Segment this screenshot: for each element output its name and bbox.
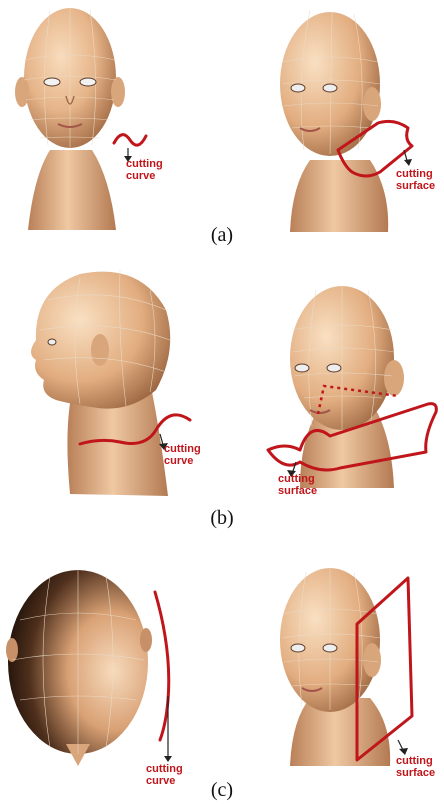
eye-left: [44, 78, 60, 86]
panel-c-top-head: [6, 570, 152, 766]
panel-a-front-head: [15, 8, 125, 230]
neck-shape: [28, 150, 116, 230]
ear-left: [6, 638, 18, 662]
eye-right: [323, 644, 337, 652]
eye-right: [80, 78, 96, 86]
caption-b: (b): [210, 507, 233, 529]
ear: [363, 87, 381, 121]
eye-left: [291, 644, 305, 652]
ear: [384, 360, 404, 396]
ear: [363, 643, 381, 677]
panel-b-rotated-head: [290, 286, 404, 488]
cutting-curve-line: [155, 592, 169, 740]
eye-right: [327, 364, 341, 372]
ear-right: [140, 628, 152, 652]
ear-right: [111, 77, 125, 107]
panel-a-rotated-head: [280, 10, 388, 232]
cutting-curve-line: [114, 135, 146, 145]
caption-a: (a): [211, 224, 233, 246]
panel-b-side-head: [31, 270, 170, 496]
panel-c-rotated-head: [280, 568, 390, 766]
eye: [48, 339, 56, 345]
neck-shape: [290, 160, 388, 232]
eye-left: [291, 84, 305, 92]
eye-right: [323, 84, 337, 92]
eye-left: [295, 364, 309, 372]
ear-left: [15, 77, 29, 107]
ear: [91, 334, 109, 366]
caption-c: (c): [211, 779, 233, 801]
